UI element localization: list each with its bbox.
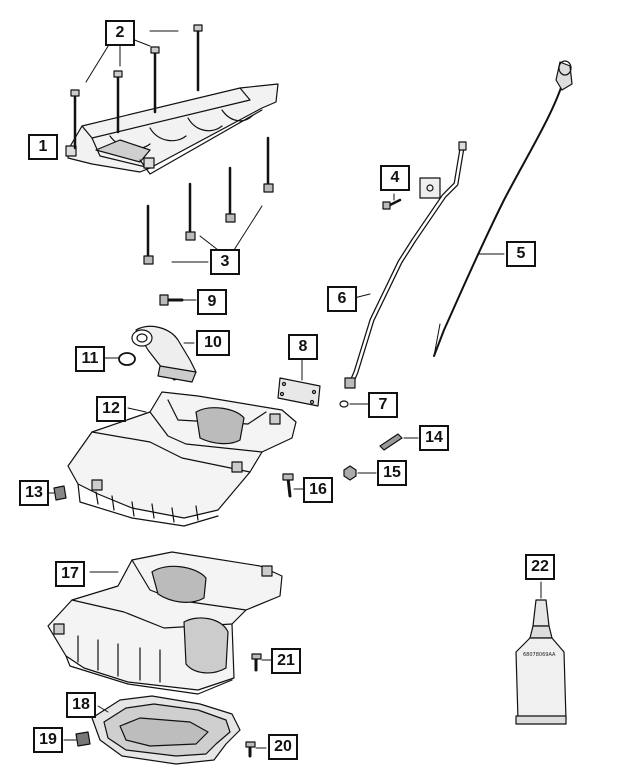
bolt-9 — [159, 294, 197, 306]
callout-3: 3 — [210, 249, 240, 275]
callout-21: 21 — [271, 648, 301, 674]
oring-11 — [118, 352, 136, 366]
pickup-tube-10 — [131, 325, 197, 383]
pin-14 — [379, 433, 419, 451]
callout-1: 1 — [28, 134, 58, 160]
bedplate-part — [65, 83, 279, 175]
oring-7 — [339, 400, 349, 408]
bolt-21 — [251, 653, 273, 672]
callout-22: 22 — [525, 554, 555, 580]
bolt-set-3 — [143, 136, 274, 265]
bolt-20 — [245, 741, 267, 758]
dipstick — [433, 60, 573, 357]
bolt-4 — [382, 193, 402, 210]
callout-10: 10 — [196, 330, 230, 356]
oil-pan-upper-12 — [67, 391, 297, 527]
callout-19: 19 — [33, 727, 63, 753]
cover-plate-8 — [277, 359, 321, 407]
nut-15 — [343, 465, 377, 481]
oil-pan-lower-17 — [47, 551, 283, 695]
callout-5: 5 — [506, 241, 536, 267]
callout-13: 13 — [19, 480, 49, 506]
drain-plug-19 — [63, 731, 91, 747]
callout-9: 9 — [197, 289, 227, 315]
callout-4: 4 — [380, 165, 410, 191]
callout-12: 12 — [96, 396, 126, 422]
sealant-tube-text: 68078069AA — [523, 652, 556, 658]
callout-2: 2 — [105, 20, 135, 46]
callout-14: 14 — [419, 425, 449, 451]
callout-11: 11 — [75, 346, 105, 372]
sealant-tube-22 — [515, 581, 567, 725]
bolt-set-2 — [70, 24, 203, 150]
drain-plug-13 — [47, 485, 67, 501]
callout-17: 17 — [55, 561, 85, 587]
callout-6: 6 — [327, 286, 357, 312]
callout-7: 7 — [368, 392, 398, 418]
callout-20: 20 — [268, 734, 298, 760]
oil-pan-cover-18 — [91, 695, 241, 765]
callout-16: 16 — [303, 477, 333, 503]
callout-18: 18 — [66, 692, 96, 718]
callout-15: 15 — [377, 460, 407, 486]
callout-8: 8 — [288, 334, 318, 360]
dipstick-tube — [344, 141, 467, 389]
